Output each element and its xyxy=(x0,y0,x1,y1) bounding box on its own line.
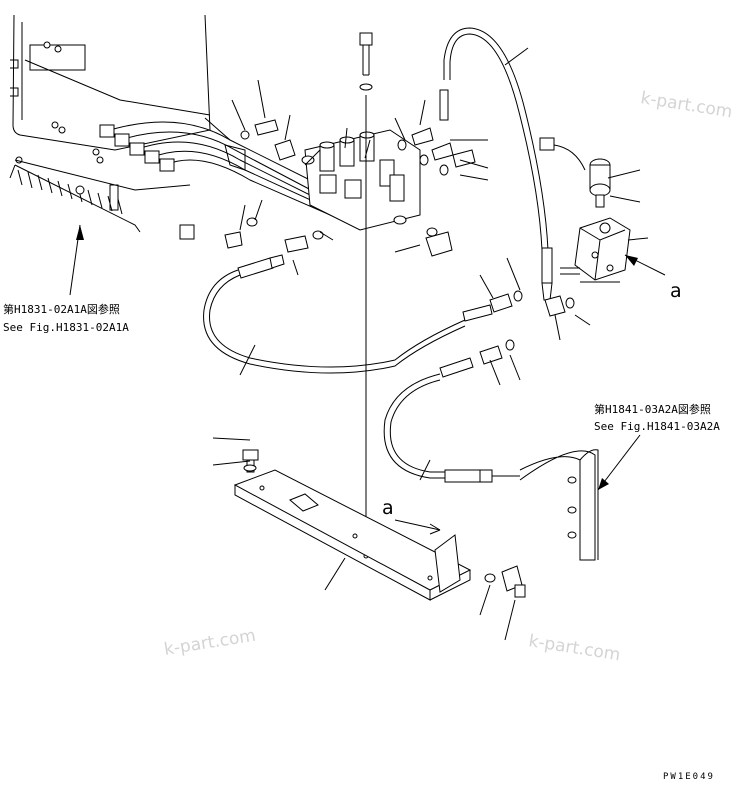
ref-left-en: See Fig.H1831-02A1A xyxy=(3,321,129,334)
view-mark-a-top-right: a xyxy=(670,280,682,302)
hose-fittings-middle xyxy=(203,254,523,483)
watermark-bottom-right: k-part.com xyxy=(527,631,622,665)
view-arrow-a-right xyxy=(624,254,666,276)
left-panel xyxy=(9,14,211,240)
mounting-bolt-top xyxy=(359,32,373,559)
pipe-bottom-right xyxy=(519,449,599,561)
ref-left-jp: 第H1831-02A1A図参照 xyxy=(3,302,120,316)
solenoid-block-right xyxy=(539,137,631,317)
watermark-top: k-part.com xyxy=(639,88,734,122)
drawing-code: PW1E049 xyxy=(663,772,715,782)
solenoid-valve-assembly xyxy=(274,129,421,231)
view-mark-a-bottom: a xyxy=(382,497,394,519)
watermark-bottom-left: k-part.com xyxy=(163,626,258,660)
bracket-plate xyxy=(233,469,472,601)
reference-arrow-left xyxy=(69,224,84,296)
ref-right-en: See Fig.H1841-03A2A xyxy=(594,420,720,433)
ref-right-jp: 第H1841-03A2A図参照 xyxy=(594,402,711,416)
fittings-o-rings xyxy=(224,89,476,257)
reference-arrow-right xyxy=(597,434,641,491)
bracket-bolts xyxy=(242,449,526,598)
leader-lines xyxy=(204,47,649,641)
wire-harness xyxy=(99,121,361,229)
